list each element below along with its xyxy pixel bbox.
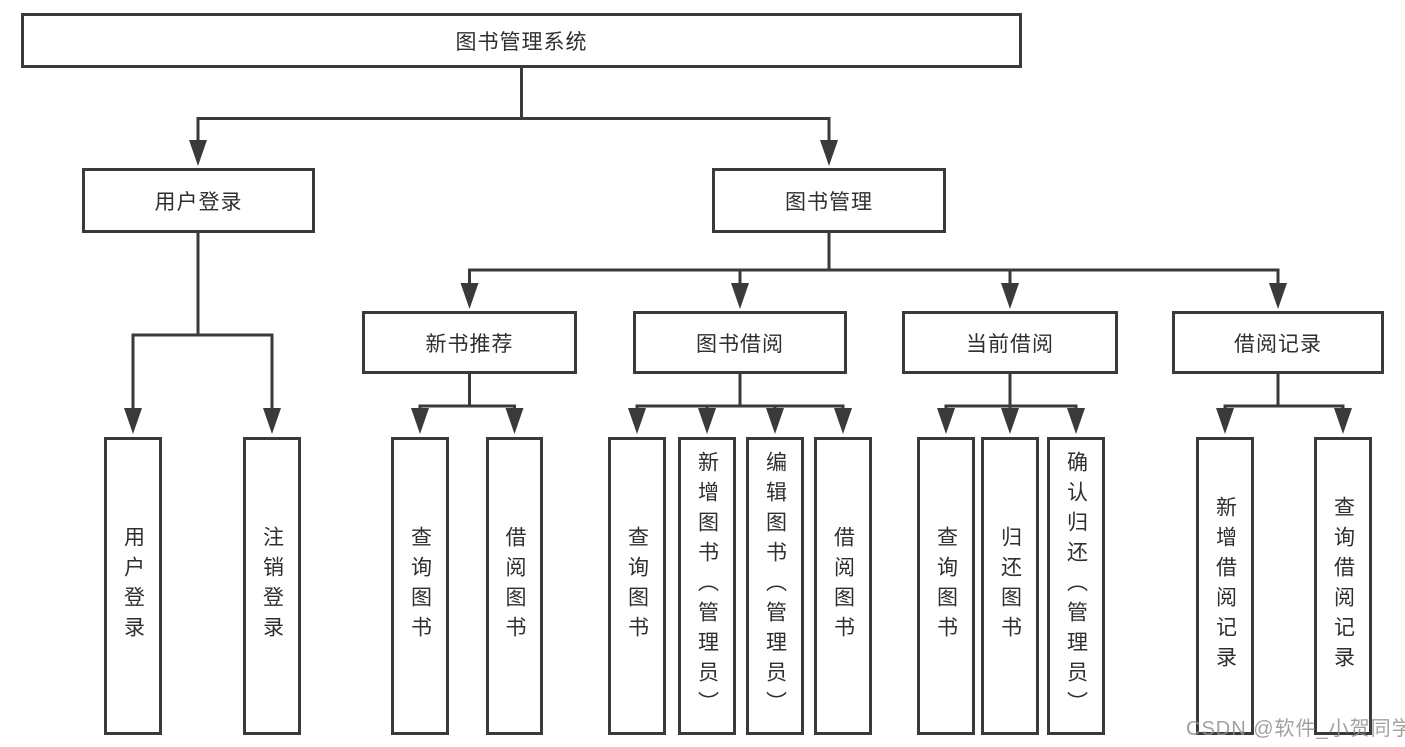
csdn-watermark: CSDN @软件_小贺同学 — [1186, 718, 1405, 740]
leaf-add-borrow-record: 新增借阅记录 — [1196, 437, 1254, 735]
node-library-management-system: 图书管理系统 — [21, 13, 1022, 68]
leaf-add-books-admin: 新增图书（管理员） — [678, 437, 736, 735]
leaf-borrow-books: 借阅图书 — [814, 437, 872, 735]
leaf-query-books-recommend: 查询图书 — [391, 437, 449, 735]
node-book-borrowing: 图书借阅 — [633, 311, 847, 374]
node-user-login: 用户登录 — [82, 168, 315, 233]
node-borrowing-records: 借阅记录 — [1172, 311, 1384, 374]
leaf-edit-books-admin: 编辑图书（管理员） — [746, 437, 804, 735]
node-new-book-recommendation: 新书推荐 — [362, 311, 577, 374]
node-book-management: 图书管理 — [712, 168, 946, 233]
leaf-query-borrow-record: 查询借阅记录 — [1314, 437, 1372, 735]
leaf-query-books-borrow: 查询图书 — [608, 437, 666, 735]
leaf-return-books: 归还图书 — [981, 437, 1039, 735]
leaf-query-books-current: 查询图书 — [917, 437, 975, 735]
leaf-borrow-books-recommend: 借阅图书 — [486, 437, 543, 735]
leaf-confirm-return-admin: 确认归还（管理员） — [1047, 437, 1105, 735]
leaf-logout: 注销登录 — [243, 437, 301, 735]
node-current-borrowing: 当前借阅 — [902, 311, 1118, 374]
leaf-user-login: 用户登录 — [104, 437, 162, 735]
